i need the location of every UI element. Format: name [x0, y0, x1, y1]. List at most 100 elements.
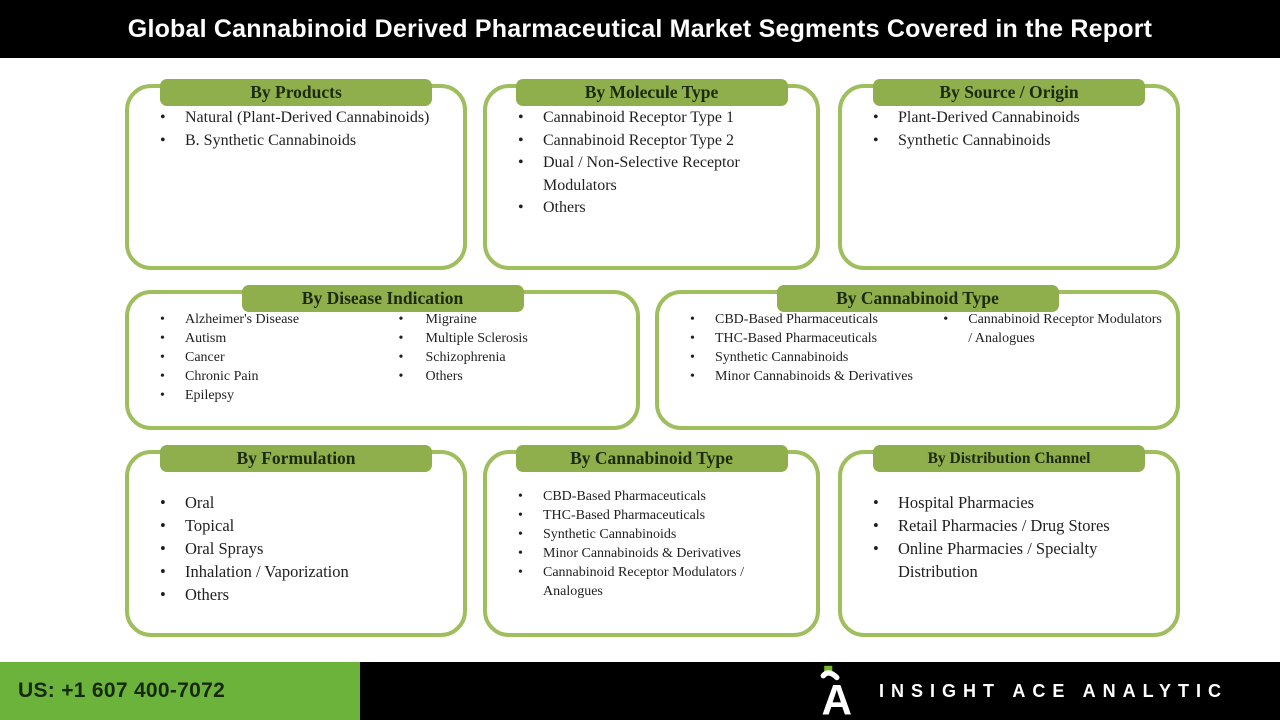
- bullet-list: •Alzheimer's Disease•Autism•Cancer•Chron…: [151, 310, 390, 405]
- segment-items-disease-indication: •Alzheimer's Disease•Autism•Cancer•Chron…: [129, 294, 636, 405]
- bullet-icon: •: [160, 109, 166, 126]
- list-item-text: Cannabinoid Receptor Type 1: [543, 109, 734, 126]
- bullet-list: •Plant-Derived Cannabinoids•Synthetic Ca…: [864, 107, 1164, 152]
- bullet-icon: •: [518, 131, 524, 149]
- segment-box-cannabinoid-type: By Cannabinoid Type • CBD-Based Pharmaceu…: [655, 285, 1180, 430]
- bullet-icon: •: [160, 539, 166, 558]
- list-item: • Online Pharmacies / Specialty Distribut…: [864, 537, 1166, 583]
- list-item-text: Others: [543, 199, 586, 216]
- list-item: • Multiple Sclerosis: [390, 329, 629, 348]
- bullet-icon: •: [518, 489, 523, 504]
- list-item-text: Dual / Non-Selective Receptor Modulators: [543, 154, 740, 194]
- segment-items-cannabinoid-type-2: •CBD-Based Pharmaceuticals•THC-Based Pha…: [487, 454, 816, 601]
- segment-box-formulation: By Formulation •Oral•Topical•Oral Sprays…: [125, 445, 467, 637]
- phone-bar: US: +1 607 400-7072: [0, 662, 360, 720]
- bullet-icon: •: [160, 493, 166, 512]
- list-item: •Cannabinoid Receptor Modulators / Analo…: [509, 563, 808, 601]
- list-item: •Minor Cannabinoids & Derivatives: [509, 544, 808, 563]
- bullet-icon: •: [690, 312, 695, 327]
- segment-header-cannabinoid-type-2: By Cannabinoid Type: [515, 445, 788, 472]
- bullet-icon: •: [518, 154, 524, 171]
- bullet-icon: •: [398, 350, 404, 365]
- list-item: •Schizophrenia: [390, 348, 629, 367]
- bullet-list: • Cannabinoid Receptor Type 1 •Cannabinoid…: [509, 107, 804, 220]
- list-item-text: Multiple Sclerosis: [425, 331, 528, 346]
- list-item: • Dual / Non-Selective Receptor Modulator…: [509, 152, 804, 197]
- list-item: •Topical: [151, 514, 453, 537]
- list-item-text: Plant-Derived Cannabinoids: [898, 109, 1080, 126]
- list-item-text: Natural (Plant-Derived Cannabinoids): [185, 109, 430, 126]
- list-item: • Minor Cannabinoids & Derivatives: [681, 367, 934, 386]
- bullet-icon: •: [873, 539, 879, 558]
- segment-box-source-origin: By Source / Origin • Plant-Derived Cannab…: [838, 79, 1180, 270]
- segment-box-disease-indication: By Disease Indication •Alzheimer's Disea…: [125, 285, 640, 430]
- list-item-text: Retail Pharmacies / Drug Stores: [898, 516, 1110, 535]
- list-item: •THC-Based Pharmaceuticals: [681, 329, 934, 348]
- list-item-text: Topical: [185, 516, 235, 535]
- bullet-icon: •: [873, 516, 879, 535]
- list-item: •Others: [509, 197, 804, 220]
- bullet-icon: •: [398, 369, 404, 384]
- brand-name: INSIGHT ACE ANALYTIC: [878, 680, 1228, 701]
- bullet-icon: •: [873, 493, 879, 512]
- bullet-icon: •: [943, 312, 949, 327]
- bullet-icon: •: [518, 546, 523, 561]
- page-title: Global Cannabinoid Derived Pharmaceutica…: [127, 14, 1153, 43]
- bullet-list: • Natural (Plant-Derived Cannabinoids) • B…: [151, 107, 451, 152]
- segment-header-disease-indication: By Disease Indication: [241, 285, 524, 312]
- segment-items-distribution-channel: • Hospital Pharmacies • Retail Pharmacies /…: [842, 454, 1176, 583]
- segment-box-molecule-type: By Molecule Type •Cannabinoid Receptor T…: [483, 79, 820, 270]
- list-item-text: Inhalation / Vaporization: [185, 562, 349, 581]
- list-item: • Plant-Derived Cannabinoids: [864, 107, 1164, 130]
- segment-box-products: By Products •Natural (Plant-Derived Cann…: [125, 79, 467, 270]
- list-item: •THC-Based Pharmaceuticals: [509, 506, 808, 525]
- title-bar: Global Cannabinoid Derived Pharmaceutica…: [0, 0, 1280, 58]
- list-item-text: Cannabinoid Receptor Modulators / Analog…: [543, 565, 745, 599]
- bullet-icon: •: [873, 131, 879, 149]
- list-item: • Natural (Plant-Derived Cannabinoids): [151, 107, 451, 130]
- list-item-text: Hospital Pharmacies: [898, 493, 1035, 512]
- list-item-text: Others: [425, 369, 463, 384]
- bullet-icon: •: [690, 369, 695, 384]
- bullet-icon: •: [690, 350, 695, 365]
- list-item-text: CBD-Based Pharmaceuticals: [715, 312, 878, 327]
- list-item: • Others: [390, 367, 629, 386]
- bullet-icon: •: [160, 369, 165, 384]
- list-item-text: B. Synthetic Cannabinoids: [185, 131, 357, 149]
- list-item: •Autism: [151, 329, 390, 348]
- bullet-icon: •: [160, 388, 165, 403]
- list-item: • Epilepsy: [151, 386, 390, 405]
- bullet-icon: •: [398, 331, 404, 346]
- list-item-text: Online Pharmacies / Specialty Distributi…: [898, 539, 1098, 581]
- bullet-icon: •: [873, 109, 879, 126]
- list-item: • Others: [151, 583, 453, 606]
- list-item-text: Cannabinoid Receptor Modulators / Analog…: [968, 312, 1162, 346]
- list-item-text: Others: [185, 585, 229, 604]
- segment-header-source-origin: By Source / Origin: [873, 79, 1145, 106]
- list-item-text: Minor Cannabinoids & Derivatives: [715, 369, 913, 384]
- bullet-icon: •: [160, 350, 165, 365]
- segment-items-cannabinoid-type: • CBD-Based Pharmaceuticals •THC-Based Pha…: [659, 294, 1176, 386]
- segment-header-cannabinoid-type: By Cannabinoid Type: [776, 285, 1059, 312]
- list-item: •Synthetic Cannabinoids: [509, 525, 808, 544]
- bullet-icon: •: [160, 585, 166, 604]
- list-item: • Retail Pharmacies / Drug Stores: [864, 514, 1166, 537]
- bullet-icon: •: [690, 331, 695, 346]
- brand-bar: A INSIGHT ACE ANALYTIC: [360, 662, 1280, 720]
- list-item: • B. Synthetic Cannabinoids: [151, 130, 451, 153]
- list-item-text: Epilepsy: [185, 388, 234, 403]
- bullet-list: •CBD-Based Pharmaceuticals•THC-Based Pha…: [509, 487, 808, 601]
- list-item: • Inhalation / Vaporization: [151, 560, 453, 583]
- list-item-text: THC-Based Pharmaceuticals: [543, 508, 706, 523]
- bullet-icon: •: [160, 562, 166, 581]
- list-item: •CBD-Based Pharmaceuticals: [509, 487, 808, 506]
- bullet-list: • Migraine • Multiple Sclerosis •Schizophren…: [390, 310, 629, 405]
- list-item: •Cannabinoid Receptor Type 2: [509, 130, 804, 153]
- list-item: • CBD-Based Pharmaceuticals: [681, 310, 934, 329]
- list-item-text: Migraine: [425, 312, 477, 327]
- segment-box-distribution-channel: By Distribution Channel •Hospital Pharma…: [838, 445, 1180, 637]
- list-item-text: Synthetic Cannabinoids: [715, 350, 849, 365]
- bullet-icon: •: [518, 527, 523, 542]
- bullet-icon: •: [398, 312, 404, 327]
